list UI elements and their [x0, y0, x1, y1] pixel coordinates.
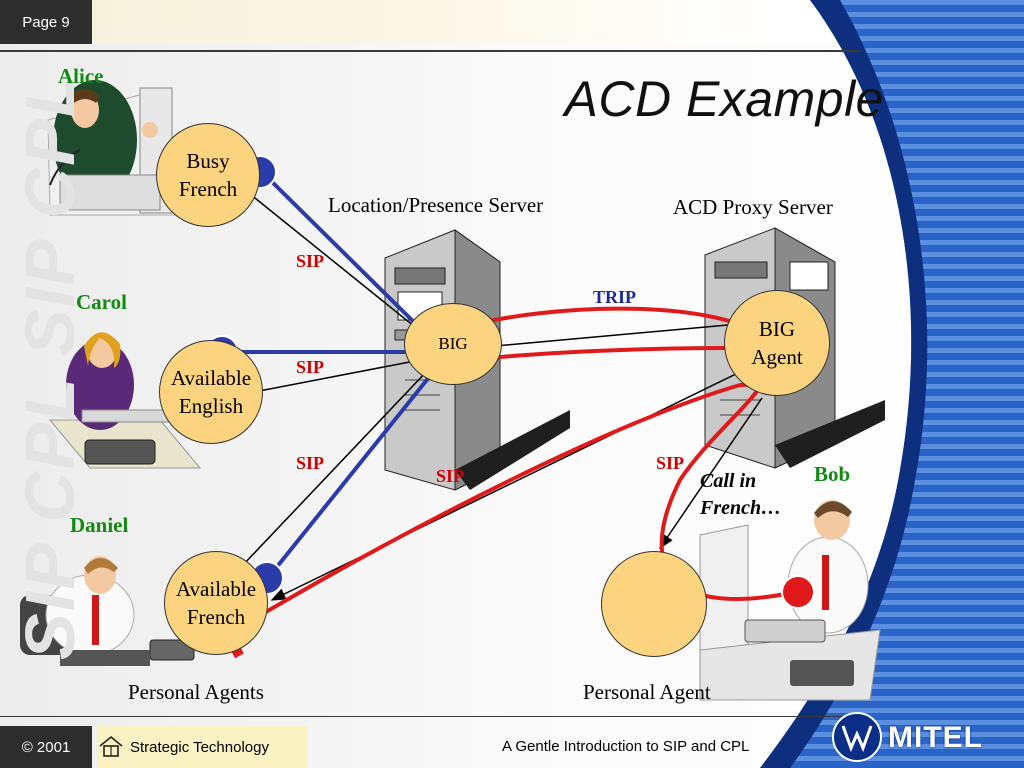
call-line2: French… — [700, 497, 782, 519]
bob-illustration — [699, 500, 881, 701]
agent-bubble-daniel: Available French — [164, 551, 268, 655]
carol-state-line2: English — [178, 394, 244, 418]
sip-label-3: SIP — [296, 453, 325, 473]
brand-wordmark: MITEL — [888, 721, 983, 754]
acd-node-line2: Agent — [751, 345, 803, 369]
alice-state-line1: Busy — [186, 148, 230, 173]
presentation-title: A Gentle Introduction to SIP and CPL — [502, 738, 750, 755]
agent-bubble-carol: Available English — [159, 340, 263, 444]
sip-label-5: SIP — [656, 453, 685, 473]
watermark-text: SIP CPL SIP CPL — [11, 72, 89, 660]
call-line1: Call in — [700, 470, 757, 492]
caption-personal-agents: Personal Agents — [128, 680, 264, 704]
location-big-node: BIG — [404, 303, 502, 385]
name-bob: Bob — [814, 462, 851, 486]
carol-illustration — [48, 332, 202, 469]
trip-label: TRIP — [593, 287, 637, 307]
sip-label-4: SIP — [436, 466, 465, 486]
carol-state-line1: Available — [170, 365, 252, 390]
alice-illustration — [47, 80, 176, 216]
acd-big-agent-node: BIG Agent — [724, 290, 830, 396]
page-number: Page 9 — [0, 0, 92, 44]
footer-department: Strategic Technology — [98, 726, 308, 768]
footer-rule — [0, 716, 870, 717]
acd-node-line1: BIG — [758, 316, 796, 341]
agent-bubble-bob — [601, 551, 707, 657]
acd-server-label: ACD Proxy Server — [673, 195, 833, 219]
name-daniel: Daniel — [70, 513, 129, 537]
daniel-illustration — [20, 556, 195, 666]
caption-personal-agent: Personal Agent — [583, 680, 711, 704]
slide-title: ACD Example — [564, 71, 884, 127]
sip-label-2: SIP — [296, 357, 325, 377]
alice-state-line2: French — [178, 177, 238, 201]
location-big-label: BIG — [438, 333, 468, 353]
name-carol: Carol — [76, 290, 127, 314]
house-logo-icon — [99, 735, 123, 757]
location-server-label: Location/Presence Server — [328, 193, 544, 217]
agent-bubble-alice: Busy French — [156, 123, 260, 227]
name-alice: Alice — [58, 64, 104, 88]
header-rule — [0, 50, 860, 52]
daniel-state-line2: French — [186, 605, 246, 629]
sip-label-1: SIP — [296, 251, 325, 271]
swoosh-decoration — [760, 0, 1024, 768]
department-label: Strategic Technology — [130, 738, 269, 756]
daniel-state-line1: Available — [175, 576, 257, 601]
footer-copyright: © 2001 — [0, 726, 92, 768]
call-annotation: Call in French… — [700, 468, 781, 522]
